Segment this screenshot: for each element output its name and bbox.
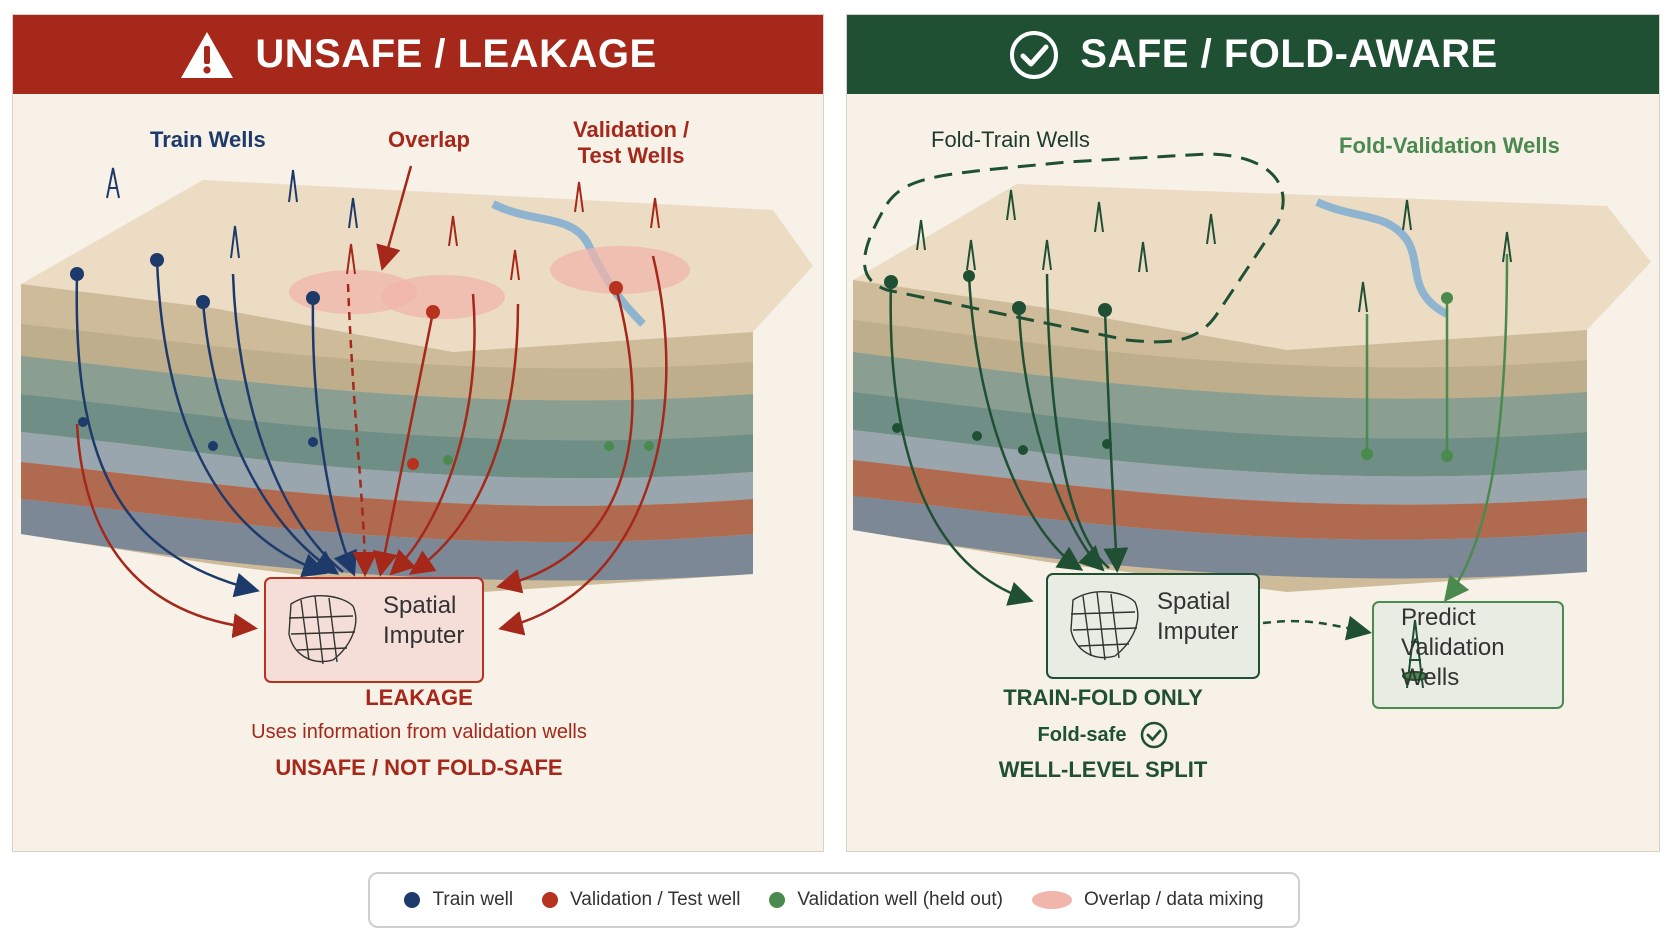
- train-fold-only: TRAIN-FOLD ONLY: [1003, 685, 1203, 710]
- imputer-line2-right: Imputer: [1157, 618, 1239, 645]
- predict-label: Predict Validation Wells: [1401, 603, 1505, 693]
- warning-icon: [181, 31, 234, 78]
- legend: Train well Validation / Test well Valida…: [368, 872, 1300, 928]
- predict-connector: [1262, 615, 1372, 641]
- derrick-icons-right: [916, 189, 1512, 313]
- safe-title: SAFE / FOLD-AWARE: [1080, 32, 1498, 76]
- mesh-icon: [288, 595, 357, 665]
- overlap-blob-icon: [1031, 891, 1072, 909]
- legend-heldout-label: Validation well (held out): [797, 889, 1004, 910]
- mesh-icon-right: [1070, 591, 1139, 661]
- validation-well-dots: [407, 281, 623, 470]
- overlap-zones: [289, 246, 690, 319]
- legend-overlap-label: Overlap / data mixing: [1083, 889, 1264, 910]
- left-imputer-label: Spatial Imputer: [383, 591, 464, 651]
- heldout-well-dots: [443, 441, 654, 465]
- predict-line3: Wells: [1401, 664, 1460, 691]
- train-wells-label: Train Wells: [150, 127, 266, 152]
- terrain-block-right: [853, 184, 1651, 592]
- overlap-label: Overlap: [388, 127, 470, 152]
- train-dot-icon: [404, 892, 421, 908]
- legend-train-label: Train well: [432, 889, 514, 910]
- right-imputer-label: Spatial Imputer: [1157, 587, 1238, 647]
- legend-validation-label: Validation / Test well: [570, 889, 741, 910]
- imputer-box-right: [1046, 573, 1260, 679]
- legend-heldout: Validation well (held out): [769, 889, 1003, 911]
- derrick-icons-red: [346, 181, 660, 281]
- unsafe-banner: UNSAFE / LEAKAGE: [13, 15, 823, 94]
- train-well-dots: [70, 253, 320, 451]
- imputer-line1: Spatial: [383, 592, 457, 619]
- check-circle-icon: [1010, 30, 1059, 79]
- derrick-icon: [1402, 619, 1428, 689]
- imputer-box: [264, 577, 484, 683]
- unsafe-title: UNSAFE / LEAKAGE: [255, 32, 657, 76]
- legend-validation: Validation / Test well: [542, 889, 740, 911]
- safe-scene: [853, 152, 1651, 709]
- fold-train-dots: [884, 270, 1112, 455]
- imputer-line1-right: Spatial: [1157, 588, 1231, 615]
- fold-safe-check-icon: [1141, 721, 1168, 749]
- fold-safe-row: Fold-safe: [947, 721, 1259, 749]
- validation-label-line2: Test Wells: [577, 143, 685, 168]
- fold-validation-label: Fold-Validation Wells: [1339, 133, 1560, 158]
- unsafe-scene: [21, 165, 813, 683]
- fold-validation-dots: [1361, 292, 1453, 462]
- leakage-description: Uses information from validation wells: [251, 721, 587, 743]
- validation-wells: [75, 255, 668, 639]
- fold-validation-wells: [1365, 253, 1509, 602]
- fold-train-wells: [889, 273, 1129, 606]
- legend-train: Train well: [404, 889, 513, 911]
- imputer-line2: Imputer: [383, 622, 465, 649]
- legend-overlap: Overlap / data mixing: [1031, 889, 1264, 911]
- predict-line2: Validation: [1401, 634, 1505, 661]
- safe-banner: SAFE / FOLD-AWARE: [847, 15, 1659, 94]
- safe-panel: SAFE / FOLD-AWARE: [846, 14, 1660, 852]
- predict-box: [1372, 601, 1564, 709]
- terrain-block: [21, 180, 813, 594]
- fold-safe-text: Fold-safe: [1037, 723, 1127, 746]
- unsafe-panel: UNSAFE / LEAKAGE: [12, 14, 824, 852]
- overlap-pointer: [376, 165, 413, 271]
- unsafe-verdict: UNSAFE / NOT FOLD-SAFE: [275, 755, 563, 780]
- predict-line1: Predict: [1401, 604, 1476, 631]
- heldout-dot-icon: [769, 892, 786, 908]
- fold-train-label: Fold-Train Wells: [931, 127, 1090, 152]
- leakage-title: LEAKAGE: [365, 685, 473, 710]
- validation-label-line1: Validation /: [573, 117, 690, 142]
- train-wells: [75, 259, 357, 598]
- validation-test-label: Validation / Test Wells: [573, 117, 689, 169]
- validation-dot-icon: [542, 892, 559, 908]
- derrick-icons: [106, 167, 358, 259]
- well-level-split: WELL-LEVEL SPLIT: [998, 757, 1208, 782]
